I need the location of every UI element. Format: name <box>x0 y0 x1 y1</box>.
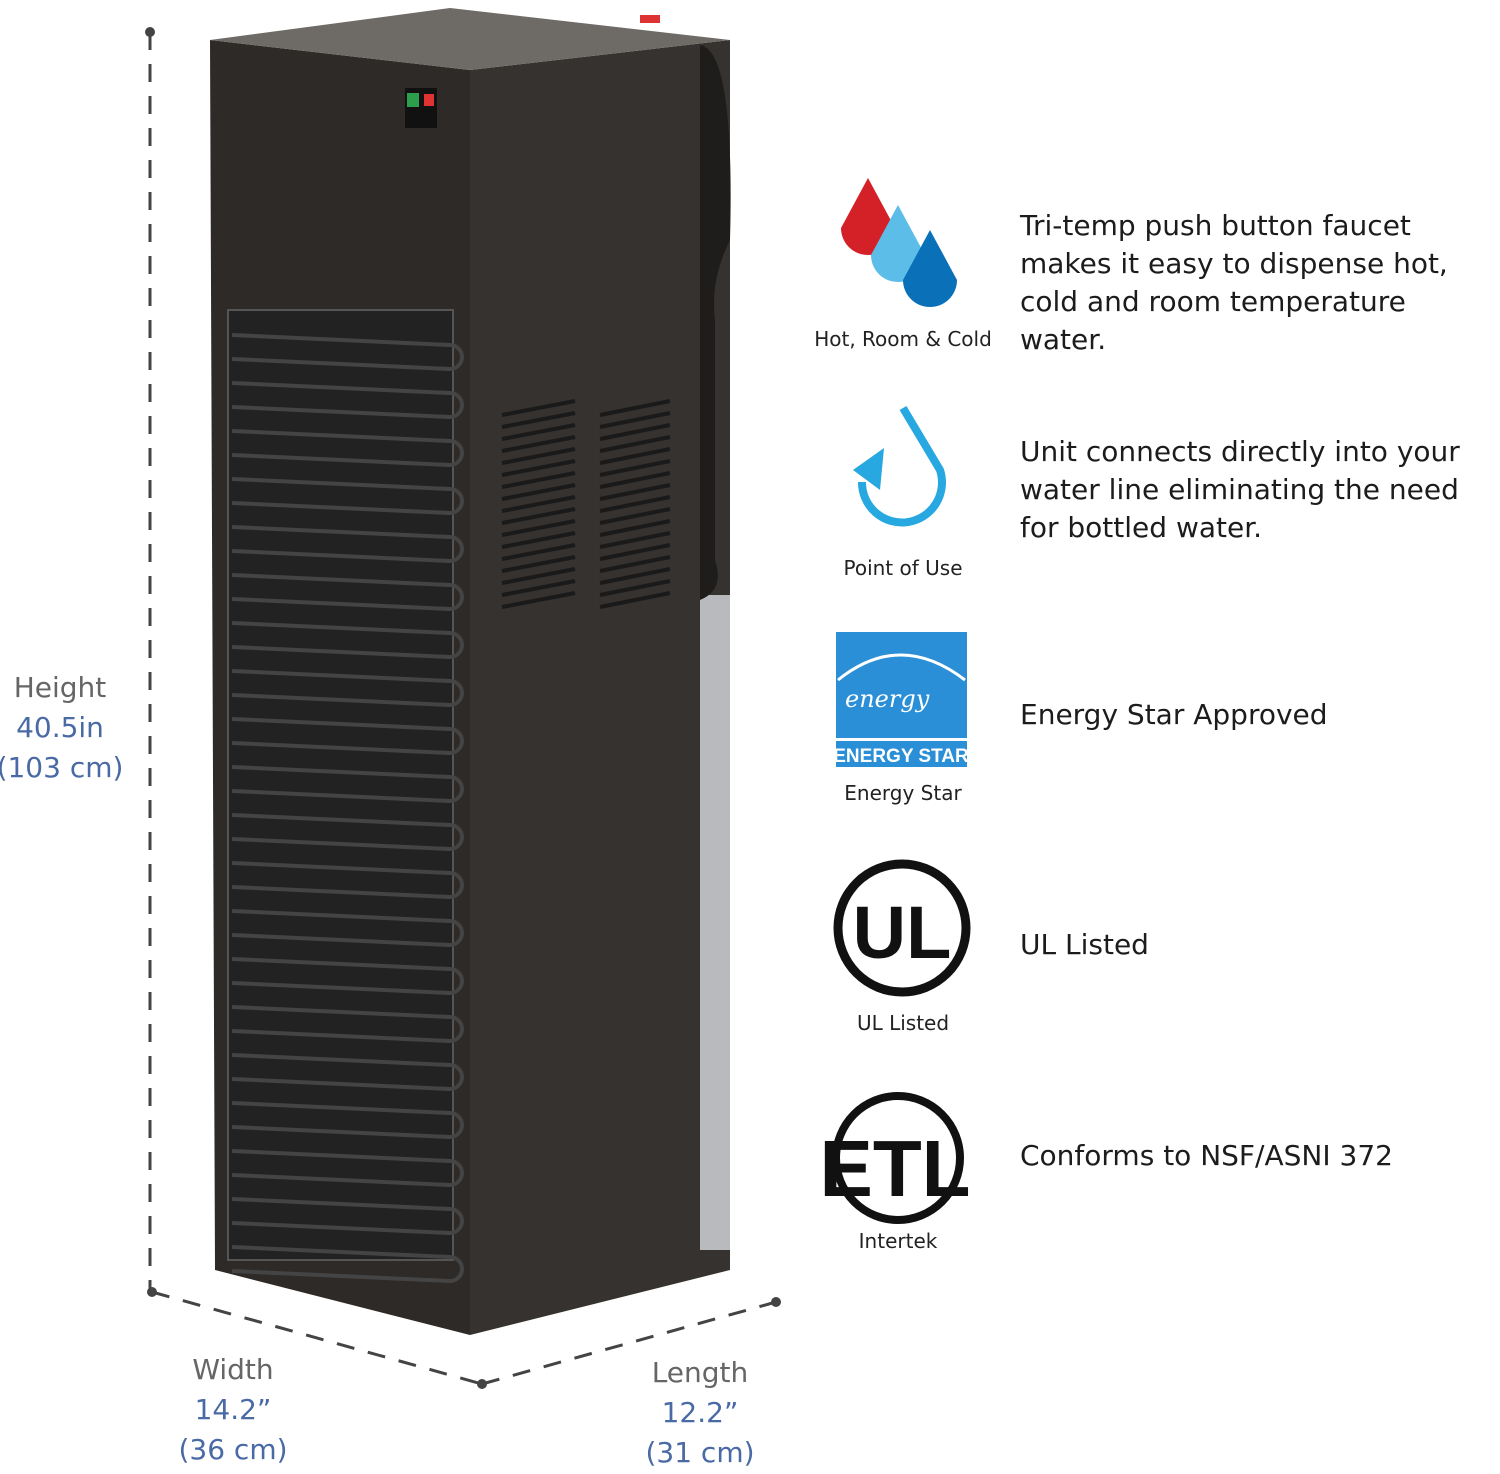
vent-slat <box>599 483 671 501</box>
width-dimension: Width 14.2” (36 cm) <box>133 1350 333 1470</box>
vent-slat <box>599 423 671 441</box>
etl-logo: ETL <box>819 1092 971 1224</box>
energy-star-logo-text: ENERGY STAR <box>833 746 969 767</box>
length-label: Length <box>651 1356 749 1389</box>
icon-caption-point-of-use: Point of Use <box>843 556 963 580</box>
vent-slat <box>501 459 576 477</box>
svg-text:energy: energy <box>845 685 930 713</box>
vent-slat <box>501 423 576 441</box>
svg-text:UL: UL <box>853 891 952 974</box>
dimension-lines <box>148 32 777 1386</box>
vent-slat <box>599 531 671 549</box>
icon-caption-intertek: Intertek <box>858 1229 938 1253</box>
condenser-coil <box>231 429 464 468</box>
condenser-coil <box>231 1005 464 1044</box>
energy-star-logo: energy ENERGY STAR <box>833 632 969 767</box>
vent-slat <box>599 411 671 429</box>
feature-text-nsf: Conforms to NSF/ASNI 372 <box>1020 1139 1393 1172</box>
vent-slat <box>599 555 671 573</box>
vent-slat <box>599 507 671 525</box>
hot-room-cold-drops-icon <box>841 178 957 307</box>
svg-text:ETL: ETL <box>819 1124 970 1213</box>
icon-caption-energy-star: Energy Star <box>844 781 962 805</box>
vent-slat <box>599 447 671 465</box>
condenser-coil <box>231 669 464 708</box>
vent-slat <box>599 459 671 477</box>
vent-slat <box>501 411 576 429</box>
height-value: 40.5in <box>16 711 104 744</box>
feature-text-tri-temp: Tri-temp push button faucet makes it eas… <box>1020 209 1448 356</box>
length-metric: (31 cm) <box>645 1436 755 1469</box>
width-value: 14.2” <box>194 1393 272 1426</box>
condenser-coil <box>231 1053 464 1092</box>
condenser-coil <box>231 525 464 564</box>
condenser-coil <box>231 765 464 804</box>
ul-logo: UL <box>833 859 971 997</box>
vent-slat <box>599 471 671 489</box>
vent-slat <box>501 435 576 453</box>
height-dimension: Height 40.5in (103 cm) <box>0 668 160 788</box>
length-value: 12.2” <box>661 1396 739 1429</box>
vent-slat <box>599 519 671 537</box>
condenser-coil <box>231 909 464 948</box>
feature-text-energy-star: Energy Star Approved <box>1020 698 1328 731</box>
vent-slat <box>501 519 576 537</box>
condenser-coil <box>231 621 464 660</box>
condenser-coil <box>231 957 464 996</box>
feature-text-ul: UL Listed <box>1020 928 1149 961</box>
vent-slat <box>501 591 576 609</box>
vent-slat <box>599 399 671 417</box>
feature-text-point-of-use: Unit connects directly into your water l… <box>1020 435 1460 544</box>
height-label: Height <box>13 671 107 704</box>
length-dimension: Length 12.2” (31 cm) <box>600 1353 800 1473</box>
condenser-coil <box>231 1101 464 1140</box>
vent-slat <box>501 567 576 585</box>
vent-slat <box>599 435 671 453</box>
vent-slat <box>501 507 576 525</box>
condenser-coil <box>231 381 464 420</box>
icon-caption-ul: UL Listed <box>856 1011 950 1035</box>
vent-slat <box>599 591 671 609</box>
point-of-use-drop-icon <box>853 405 946 527</box>
condenser-coil <box>231 813 464 852</box>
vent-slat <box>501 483 576 501</box>
condenser-coil <box>231 1149 464 1188</box>
vent-slat <box>501 579 576 597</box>
condenser-coil <box>231 573 464 612</box>
width-label: Width <box>192 1353 274 1386</box>
vent-slat <box>501 555 576 573</box>
icon-caption-hot-room-cold: Hot, Room & Cold <box>814 327 992 351</box>
vent-slat <box>501 531 576 549</box>
vent-slat <box>501 447 576 465</box>
height-metric: (103 cm) <box>0 751 124 784</box>
condenser-coil <box>231 1197 464 1236</box>
vent-slat <box>501 543 576 561</box>
vent-slat <box>599 567 671 585</box>
vent-slat <box>599 579 671 597</box>
condenser-coil <box>231 861 464 900</box>
condenser-coil <box>231 333 464 372</box>
vent-slat <box>599 543 671 561</box>
condenser-coil <box>231 477 464 516</box>
vent-slat <box>501 495 576 513</box>
width-metric: (36 cm) <box>178 1433 288 1466</box>
vent-slat <box>501 471 576 489</box>
vent-slat <box>501 399 576 417</box>
condenser-coil <box>231 1245 464 1284</box>
vent-slat <box>599 495 671 513</box>
condenser-coil <box>231 717 464 756</box>
cabinet <box>210 8 731 1335</box>
